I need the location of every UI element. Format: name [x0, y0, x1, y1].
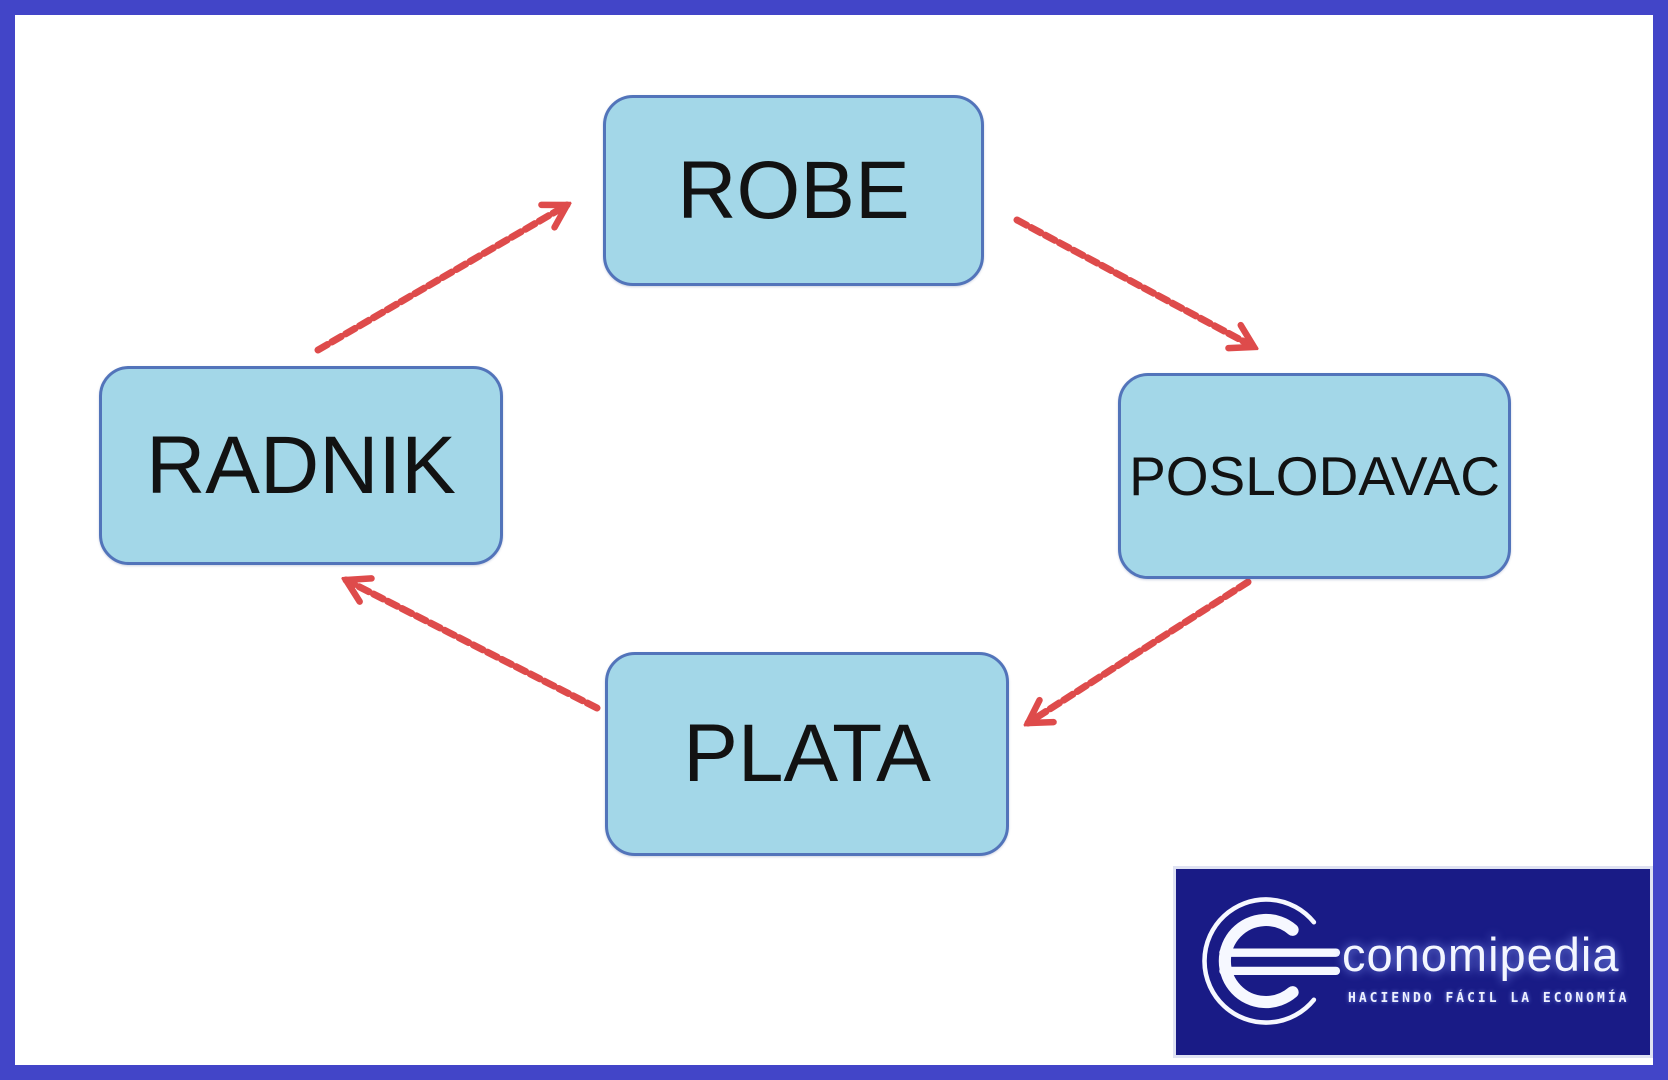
node-radnik-label: RADNIK	[146, 419, 456, 511]
logo-brand-text: conomipedia	[1342, 928, 1620, 981]
arrow-robe-to-poslodavac	[1013, 216, 1254, 347]
node-poslodavac: POSLODAVAC	[1118, 373, 1511, 579]
node-plata-label: PLATA	[683, 708, 931, 799]
node-poslodavac-label: POSLODAVAC	[1129, 445, 1500, 507]
node-radnik: RADNIK	[99, 366, 503, 565]
arrow-poslodavac-to-plata	[1028, 578, 1252, 727]
economipedia-logo: conomipedia HACIENDO FÁCIL LA ECONOMÍA	[1173, 866, 1653, 1058]
arrow-plata-to-radnik	[346, 580, 601, 712]
arrow-radnik-to-robe	[314, 201, 567, 354]
node-plata: PLATA	[605, 652, 1009, 856]
node-robe-label: ROBE	[677, 144, 910, 236]
economipedia-e-circle-icon	[1202, 897, 1341, 1025]
node-robe: ROBE	[603, 95, 984, 286]
logo-tagline-text: HACIENDO FÁCIL LA ECONOMÍA	[1348, 991, 1630, 1006]
